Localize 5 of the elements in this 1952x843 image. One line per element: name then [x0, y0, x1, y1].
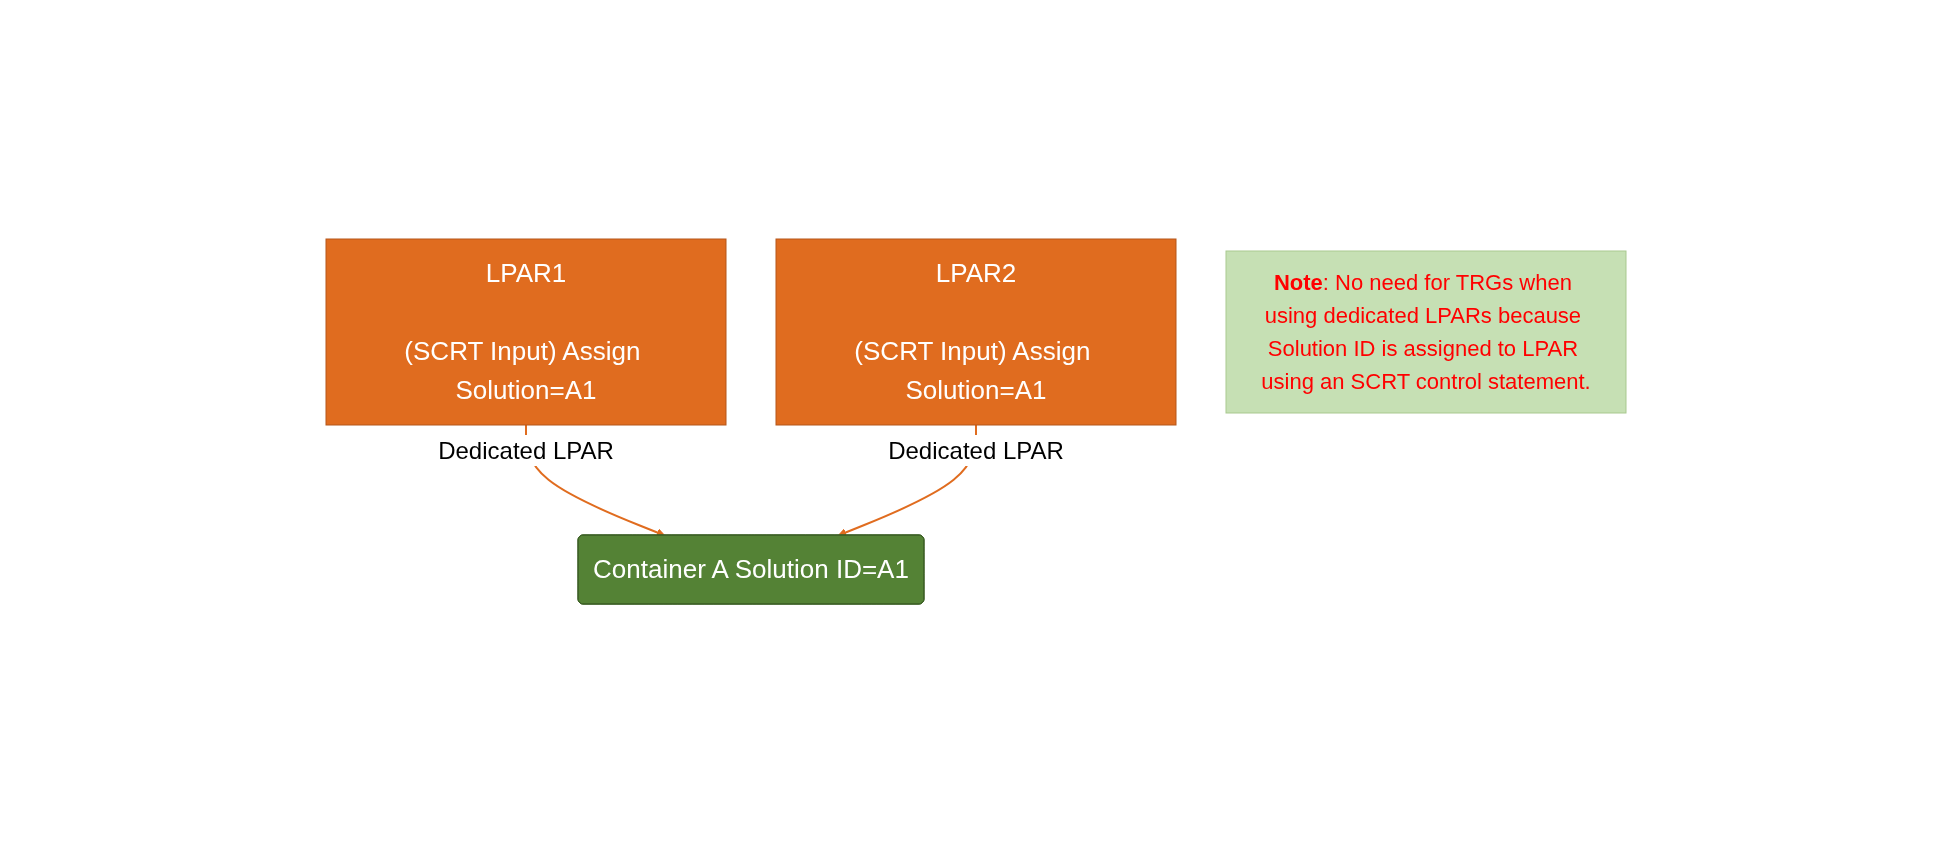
node-box: LPAR1 (SCRT Input) Assign Solution=A1 [325, 238, 727, 426]
node-caption: Dedicated LPAR [888, 437, 1064, 464]
node-box: LPAR2 (SCRT Input) Assign Solution=A1 [775, 238, 1177, 426]
node-caption: Dedicated LPAR [438, 437, 614, 464]
node-box: Note: No need for TRGs when using dedicated LPARs because Solution ID is assigned to LPAR using an SCRT control statement. [1225, 250, 1627, 414]
